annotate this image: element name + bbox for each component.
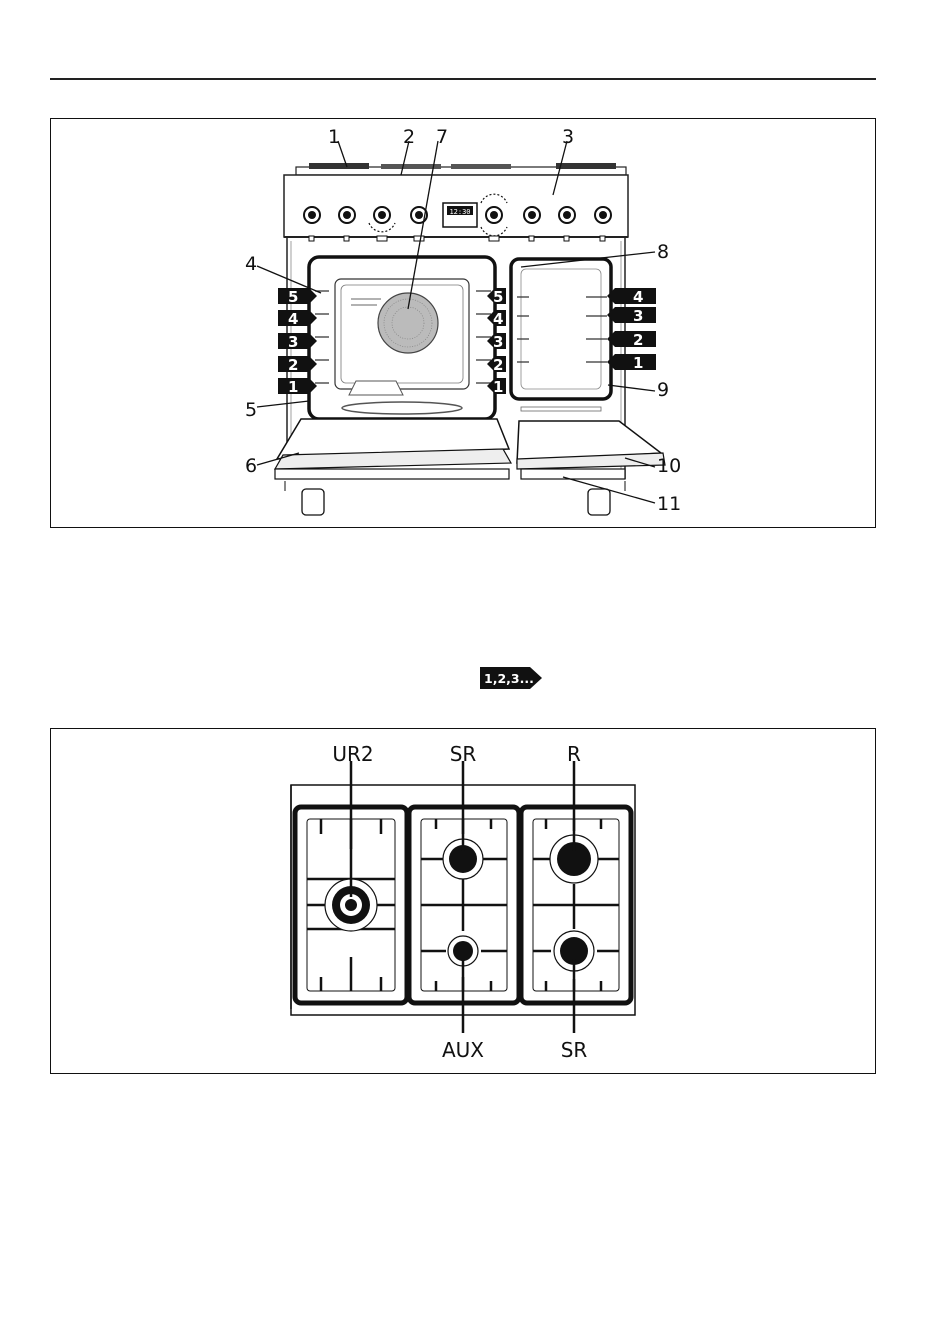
callout-9: 9	[657, 379, 669, 401]
mid-shelf-2: 2	[493, 356, 503, 374]
knob-2-icon[interactable]	[339, 207, 355, 223]
mid-shelf-1: 1	[493, 378, 503, 396]
sequence-badge-text: 1,2,3...	[484, 671, 534, 686]
callout-8: 8	[657, 241, 669, 263]
knob-5-icon[interactable]	[486, 207, 502, 223]
right-shelf-4: 4	[633, 288, 643, 306]
left-shelf-4: 4	[288, 310, 298, 328]
right-shelf-badges: 4 3 2 1	[607, 288, 656, 372]
knob-8-icon[interactable]	[595, 207, 611, 223]
header-rule	[50, 78, 876, 80]
callout-11: 11	[657, 493, 681, 515]
right-shelf-3: 3	[633, 307, 643, 325]
mid-shelf-4: 4	[493, 310, 503, 328]
mid-shelf-5: 5	[493, 288, 503, 306]
display-time: 12:30	[449, 208, 470, 216]
callout-3: 3	[562, 126, 574, 148]
cooker-illustration: 12:30 5 4 3 2 1 5	[51, 119, 877, 529]
knob-1-icon[interactable]	[304, 207, 320, 223]
callout-5: 5	[245, 399, 257, 421]
label-ur2: UR2	[332, 742, 373, 766]
label-sr-top: SR	[450, 742, 477, 766]
left-shelf-3: 3	[288, 333, 298, 351]
callout-6: 6	[245, 455, 257, 477]
knob-7-icon[interactable]	[559, 207, 575, 223]
left-shelf-5: 5	[288, 288, 298, 306]
hob-layout-figure: UR2 SR R AUX SR	[50, 728, 876, 1074]
fan-icon	[378, 293, 438, 353]
left-shelf-2: 2	[288, 356, 298, 374]
mid-shelf-3: 3	[493, 333, 503, 351]
callout-1: 1	[328, 126, 340, 148]
callout-4: 4	[245, 253, 257, 275]
callout-10: 10	[657, 455, 681, 477]
label-sr-bottom: SR	[561, 1038, 588, 1062]
right-shelf-2: 2	[633, 331, 643, 349]
hob-illustration: UR2 SR R AUX SR	[51, 729, 877, 1075]
storage-drawer[interactable]	[521, 469, 625, 479]
knob-6-icon[interactable]	[524, 207, 540, 223]
right-shelf-1: 1	[633, 354, 643, 372]
left-shelf-1: 1	[288, 378, 298, 396]
label-aux: AUX	[442, 1038, 484, 1062]
knob-3-icon[interactable]	[374, 207, 390, 223]
cooker-front-figure: 12:30 5 4 3 2 1 5	[50, 118, 876, 528]
callout-7: 7	[436, 126, 448, 148]
label-r: R	[567, 742, 581, 766]
callout-2: 2	[403, 126, 415, 148]
sequence-badge: 1,2,3...	[480, 667, 542, 689]
